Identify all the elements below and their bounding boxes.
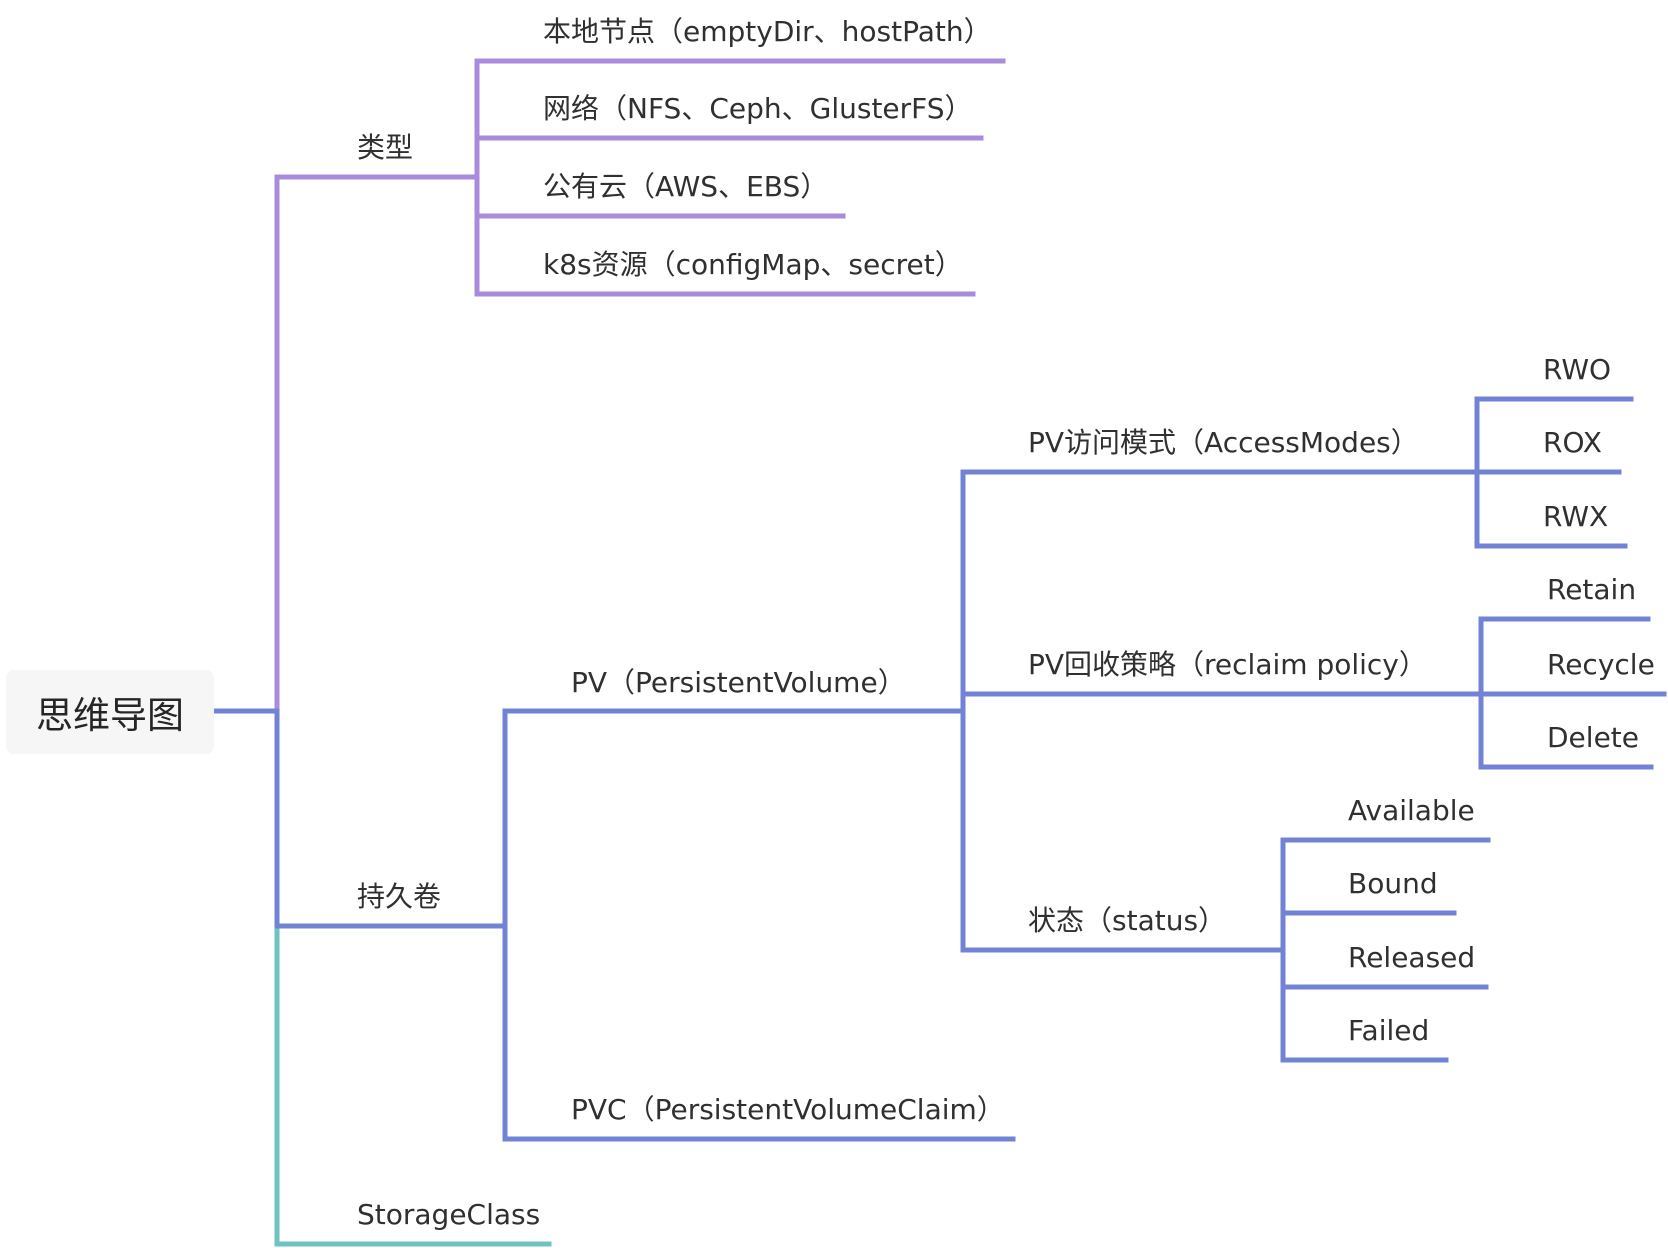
node-persistent[interactable]: 持久卷 bbox=[357, 880, 442, 913]
node-rwo[interactable]: RWO bbox=[1543, 353, 1612, 386]
node-recycle[interactable]: Recycle bbox=[1547, 648, 1655, 681]
node-bound[interactable]: Bound bbox=[1348, 867, 1438, 900]
node-available[interactable]: Available bbox=[1348, 794, 1475, 827]
root-node[interactable] bbox=[6, 670, 214, 754]
root-label: 思维导图 bbox=[36, 694, 184, 737]
node-pvc[interactable]: PVC（PersistentVolumeClaim） bbox=[571, 1093, 1005, 1126]
node-rwx[interactable]: RWX bbox=[1543, 500, 1609, 533]
node-reclaim-policy[interactable]: PV回收策略（reclaim policy） bbox=[1028, 648, 1427, 681]
node-rox[interactable]: ROX bbox=[1543, 426, 1602, 459]
node-types[interactable]: 类型 bbox=[357, 131, 414, 164]
node-access-modes[interactable]: PV访问模式（AccessModes） bbox=[1028, 426, 1419, 459]
node-failed[interactable]: Failed bbox=[1348, 1014, 1430, 1047]
node-delete[interactable]: Delete bbox=[1547, 721, 1639, 754]
node-pv[interactable]: PV（PersistentVolume） bbox=[571, 666, 906, 699]
node-type-cloud[interactable]: 公有云（AWS、EBS） bbox=[543, 170, 829, 203]
node-storageclass[interactable]: StorageClass bbox=[357, 1198, 541, 1231]
node-status[interactable]: 状态（status） bbox=[1028, 904, 1227, 937]
node-type-network[interactable]: 网络（NFS、Ceph、GlusterFS） bbox=[543, 92, 973, 125]
node-type-local[interactable]: 本地节点（emptyDir、hostPath） bbox=[543, 15, 992, 48]
node-retain[interactable]: Retain bbox=[1547, 573, 1637, 606]
node-type-k8s[interactable]: k8s资源（configMap、secret） bbox=[543, 248, 963, 281]
node-released[interactable]: Released bbox=[1348, 941, 1476, 974]
